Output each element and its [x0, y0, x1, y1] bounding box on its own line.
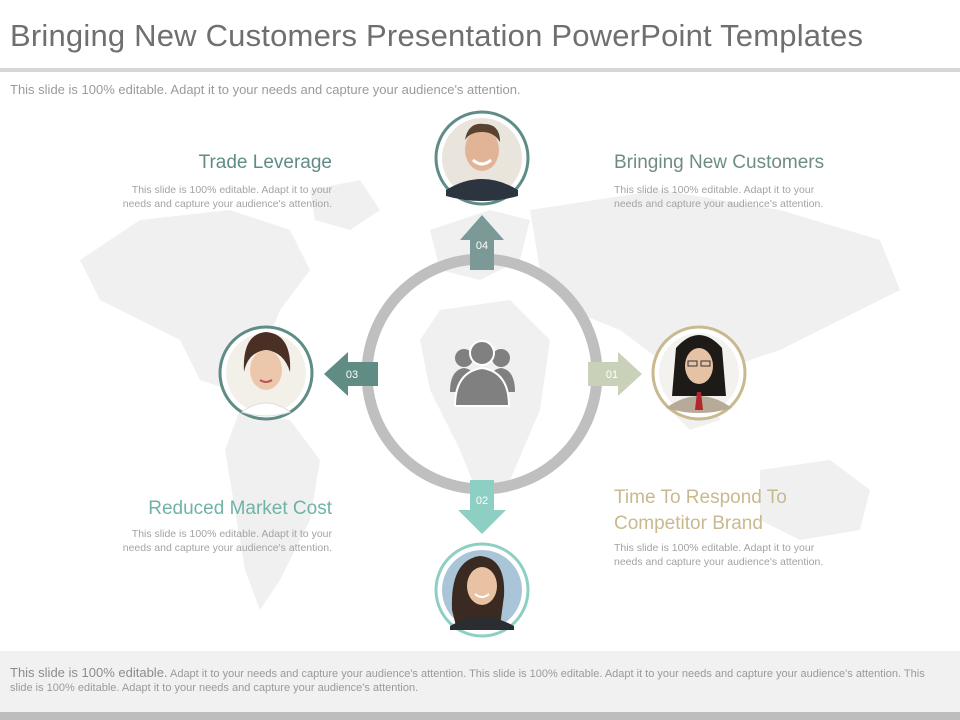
- footer-body: Adapt it to your needs and capture your …: [10, 668, 925, 694]
- smiling-man-avatar: [434, 110, 530, 206]
- item-01-title: Bringing New Customers: [614, 152, 825, 173]
- item-04-title: Trade Leverage: [198, 152, 332, 173]
- arrow-04: 04: [460, 215, 504, 270]
- arrow-01: 01: [588, 352, 642, 396]
- badge-03: 03: [346, 369, 358, 381]
- badge-01: 01: [606, 369, 618, 381]
- slide-subtitle: This slide is 100% editable. Adapt it to…: [10, 82, 521, 97]
- woman-avatar: [218, 325, 314, 421]
- businesswoman-glasses-avatar: [651, 325, 747, 421]
- item-03-title: Reduced Market Cost: [148, 498, 332, 519]
- slide-title: Bringing New Customers Presentation Powe…: [10, 18, 864, 53]
- item-02-title: Time To Respond To Competitor Brand: [614, 487, 787, 534]
- bottom-bar: [0, 712, 960, 720]
- badge-04: 04: [476, 240, 488, 252]
- footer-lead: This slide is 100% editable.: [10, 665, 168, 680]
- item-04-description: This slide is 100% editable. Adapt it to…: [122, 184, 332, 210]
- item-02-description: This slide is 100% editable. Adapt it to…: [614, 542, 824, 568]
- item-01-description: This slide is 100% editable. Adapt it to…: [614, 184, 824, 210]
- title-divider: [0, 68, 960, 72]
- arrow-02: 02: [458, 480, 506, 534]
- footer-panel: This slide is 100% editable. Adapt it to…: [0, 651, 960, 712]
- badge-02: 02: [476, 495, 488, 507]
- footer-text: This slide is 100% editable. Adapt it to…: [10, 666, 940, 695]
- item-03-description: This slide is 100% editable. Adapt it to…: [122, 528, 332, 554]
- group-of-people-icon: [450, 340, 515, 407]
- arrow-03: 03: [324, 352, 378, 396]
- smiling-woman-avatar: [434, 542, 530, 638]
